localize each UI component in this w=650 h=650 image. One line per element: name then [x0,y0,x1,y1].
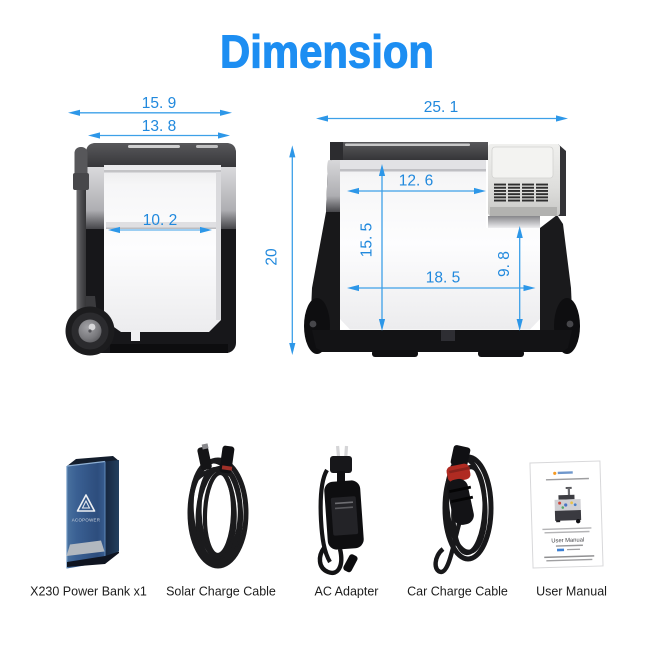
svg-text:18. 5: 18. 5 [426,270,460,287]
svg-text:10. 2: 10. 2 [143,212,177,229]
svg-text:25. 1: 25. 1 [424,99,458,116]
svg-text:13. 8: 13. 8 [142,118,176,135]
svg-text:20: 20 [264,248,281,266]
svg-text:Solar Charge Cable: Solar Charge Cable [166,585,276,599]
svg-text:X230 Power Bank x1: X230 Power Bank x1 [30,585,147,599]
svg-text:15. 9: 15. 9 [142,95,176,112]
svg-text:User Manual: User Manual [551,537,584,544]
svg-text:12. 6: 12. 6 [399,173,433,190]
svg-text:Car Charge Cable: Car Charge Cable [407,585,508,599]
svg-text:9. 8: 9. 8 [496,251,513,277]
svg-text:15. 5: 15. 5 [359,223,376,257]
svg-text:AC Adapter: AC Adapter [315,585,379,599]
svg-text:Dimension: Dimension [220,26,434,78]
svg-text:User Manual: User Manual [536,585,607,599]
svg-text:ACOPOWER: ACOPOWER [72,518,100,523]
